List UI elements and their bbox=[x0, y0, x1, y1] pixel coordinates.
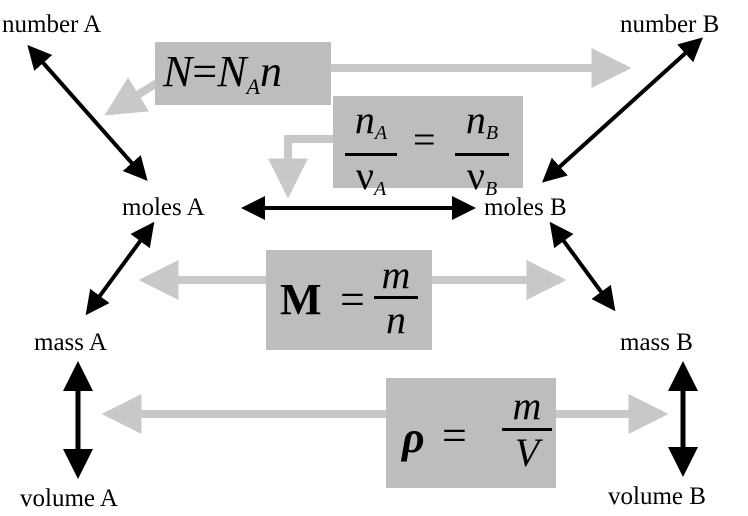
avogadro-eq-sign: = bbox=[192, 47, 218, 96]
avogadro-lhs: N bbox=[163, 47, 193, 96]
label-volume-b: volume B bbox=[608, 483, 706, 510]
avogadro-equation-box: N=NAn bbox=[155, 42, 331, 105]
arrow-number-a-moles-a bbox=[27, 45, 148, 181]
stoich-num-left: n bbox=[354, 97, 375, 142]
stoichiometry-equation-box: nA νA = nB νB bbox=[333, 96, 523, 200]
stoich-num-right-sub: B bbox=[485, 122, 499, 144]
stoich-left-bar bbox=[345, 153, 397, 156]
density-lhs: ρ bbox=[402, 413, 425, 462]
density-equation-box: ρ = m V bbox=[386, 378, 556, 488]
arrow-moles-a-mass-a bbox=[85, 221, 155, 316]
stoich-right-bar bbox=[455, 153, 509, 156]
label-volume-a: volume A bbox=[20, 485, 118, 512]
avogadro-var: n bbox=[260, 47, 282, 96]
density-num: m bbox=[512, 383, 542, 428]
stoich-num-left-sub: A bbox=[374, 122, 388, 144]
label-moles-a: moles A bbox=[122, 194, 205, 221]
label-number-a: number A bbox=[2, 11, 102, 38]
molar-mass-num: m bbox=[381, 252, 411, 297]
avogadro-equation: N=NAn bbox=[163, 50, 282, 98]
molar-mass-den: n bbox=[386, 297, 406, 342]
stoich-left-fraction: nA νA bbox=[345, 100, 397, 209]
stoich-den-right: ν bbox=[466, 153, 485, 198]
arrow-moles-b-mass-b bbox=[549, 221, 616, 312]
density-eq-sign: = bbox=[442, 411, 467, 460]
stoich-right-fraction: nB νB bbox=[455, 100, 509, 209]
avogadro-base: N bbox=[217, 47, 247, 96]
stoich-den-right-sub: B bbox=[484, 178, 498, 200]
density-fraction: m V bbox=[502, 384, 552, 475]
stoich-den-left: ν bbox=[355, 153, 374, 198]
stoich-eq-sign: = bbox=[413, 117, 436, 162]
molar-mass-lhs: M bbox=[280, 275, 322, 324]
stoich-arrow-to-moles-a bbox=[268, 135, 338, 199]
avogadro-sub: A bbox=[246, 74, 260, 99]
molar-mass-eq-sign: = bbox=[340, 275, 365, 324]
arrow-number-b-moles-b bbox=[542, 37, 703, 183]
molar-mass-fraction: m n bbox=[374, 254, 418, 341]
density-den: V bbox=[514, 430, 540, 475]
molar-mass-bar bbox=[374, 296, 418, 299]
label-mass-b: mass B bbox=[620, 329, 693, 356]
molar-mass-equation-box: M = m n bbox=[266, 250, 432, 350]
density-bar bbox=[502, 428, 552, 431]
label-moles-b: moles B bbox=[484, 194, 567, 221]
label-number-b: number B bbox=[620, 11, 720, 38]
stoich-num-right: n bbox=[465, 97, 486, 142]
label-mass-a: mass A bbox=[34, 329, 107, 356]
stoich-den-left-sub: A bbox=[373, 178, 387, 200]
